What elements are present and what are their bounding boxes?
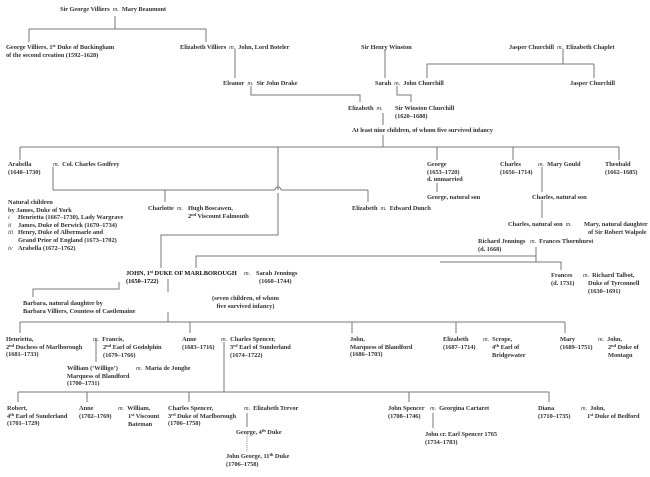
- spouse-john-montagu: m.John,: [598, 336, 622, 343]
- person-jasper-churchill-jr: Jasper Churchill: [570, 80, 615, 87]
- spouse-maria-de-jonghe: m.Maria de Jonghe: [136, 365, 191, 372]
- person-anne-spencer: Anne (1702–1769): [79, 405, 112, 420]
- spouse-john-bedford-detail: 1st Duke of Bedford: [587, 412, 640, 420]
- person-eleanor: Eleanor: [223, 80, 245, 87]
- person-anne: Anne (1683–1716): [182, 336, 215, 351]
- person-elizabeth-dunch: Elizabeth: [352, 205, 378, 212]
- spouse-francis-godolphin-detail: 2nd Earl of Godolphin (1679–1766): [103, 343, 162, 359]
- person-william-willigo: William (‘Willigo’) Marquess of Blandfor…: [67, 365, 130, 388]
- person-henrietta: Henrietta, 2nd Duchess of Marlborough (1…: [6, 336, 83, 359]
- person-elizabeth-drake: Elizabeth: [348, 105, 374, 112]
- spouse-georgina-cartaret: m.Georgina Cartaret: [430, 405, 490, 412]
- person-charles-churchill: Charles (1656–1714): [500, 161, 533, 176]
- person-mary-churchill: Mary (1689–1751): [560, 336, 593, 351]
- person-jasper-churchill-sr: Jasper Churchill: [509, 44, 554, 51]
- person-john-spencer: John Spencer (1708–1746): [388, 405, 425, 420]
- person-george-churchill: George (1653–1720) d. unmarried: [427, 161, 463, 184]
- person-richard-jennings: Richard Jennings (d. 1668): [478, 238, 526, 253]
- person-john-earl-spencer: John cr. Earl Spencer 1765 (1734–1783): [425, 431, 498, 446]
- person-lord-boteler: John, Lord Boteler: [238, 44, 290, 51]
- person-barbara: Barbara, natural daughter by Barbara Vil…: [23, 300, 136, 315]
- list-item: Grand Prior of England (1673–1702): [18, 236, 117, 244]
- marriage-symbol: m.: [112, 6, 119, 13]
- person-charlotte: Charlotte: [148, 205, 174, 212]
- person-george-4th-duke: George, 4th Duke: [236, 428, 282, 436]
- spouse-john-montagu-detail: 2nd Duke of Montagu: [608, 343, 639, 359]
- person-john-marquess-blandford: John, Marquess of Blandford (1686–1703): [350, 336, 413, 359]
- person-mary-walpole: Mary, natural daughter of Sir Robert Wal…: [584, 221, 648, 236]
- person-john-george-11th-duke: John George, 11th Duke (1706–1758): [226, 452, 290, 468]
- person-elizabeth-churchill: Elizabeth (1687–1714): [443, 336, 476, 351]
- person-john-drake: Sir John Drake: [256, 80, 298, 87]
- spouse-francis-godolphin: m.Francis,: [93, 336, 124, 343]
- spouse-william-bateman-detail: 1st Viscount Bateman: [128, 412, 160, 428]
- person-mary-beaumont: Mary Beaumont: [121, 6, 167, 13]
- person-elizabeth-villiers: Elizabeth Villiers: [180, 44, 227, 51]
- spouse-mary-gould: m.Mary Gould: [538, 161, 581, 168]
- person-arabella: Arabella (1648–1730): [8, 161, 41, 176]
- spouse-charles-spencer-sunderland: m.Charles Spencer,: [221, 336, 276, 343]
- person-theobald: Theobald (1662–1685): [605, 161, 638, 176]
- person-sir-george-villiers: Sir George Villiers: [60, 6, 110, 13]
- note-seven-children: (seven children, of whom five survived i…: [212, 295, 279, 310]
- person-elizabeth-chaplet: Elizabeth Chaplet: [566, 44, 615, 51]
- person-frances-jennings: Frances (d. 1731): [551, 272, 575, 287]
- person-george-villiers-duke: George Villiers, 1st Duke of Buckingham …: [6, 43, 115, 59]
- spouse-scrope: m.Scrope,: [483, 336, 513, 343]
- spouse-scrope-detail: 4th Earl of Bridgewater: [492, 343, 526, 359]
- spouse-frances-thornhurst: m.Frances Thornhurst: [530, 238, 594, 245]
- person-john-duke-of-marlborough: JOHN, 1st DUKE OF MARLBOROUGH (1650–1722…: [126, 269, 237, 285]
- person-charles-spencer-3rd-duke: Charles Spencer, 3rd Duke of Marlborough…: [168, 405, 237, 428]
- spouse-elizabeth-trevor: m.Elizabeth Trevor: [244, 405, 299, 412]
- spouse-william-bateman: m.William,: [118, 405, 151, 412]
- person-john-churchill: John Churchill: [403, 80, 444, 87]
- person-diana: Diana (1710–1735): [538, 405, 571, 420]
- spouse-richard-talbot: m.Richard Talbot,: [583, 272, 635, 279]
- person-charles-natural-son-2: Charles, natural son: [508, 221, 563, 228]
- person-robert-sunderland: Robert, 4th Earl of Sunderland (1701–172…: [7, 405, 68, 428]
- person-winston-churchill: Sir Winston Churchill (1620–1688): [395, 105, 455, 120]
- note-nine-children: At least nine children, of whom five sur…: [352, 127, 493, 134]
- person-sarah: Sarah: [375, 80, 392, 87]
- spouse-charles-spencer-detail: 3rd Earl of Sunderland (1674–1722): [230, 343, 291, 359]
- person-edward-dunch: Edward Dunch: [389, 205, 431, 212]
- person-george-natural-son: George, natural son: [427, 194, 481, 201]
- person-charles-natural-son: Charles, natural son: [532, 194, 587, 201]
- person-hugh-boscawen: Hugh Boscawen, 2nd Viscount Falmouth: [188, 205, 249, 220]
- spouse-john-bedford: m.John,: [581, 405, 605, 412]
- couple-marriage-marlborough: m.: [244, 270, 251, 277]
- spouse-charles-godfrey: m.Col. Charles Godfrey: [53, 161, 120, 168]
- spouse-richard-talbot-title: Duke of Tyrconnell (1630–1691): [588, 280, 640, 295]
- person-sarah-jennings: Sarah Jennings (1660–1744): [256, 270, 298, 285]
- list-natural-children: Natural children by James, Duke of York …: [8, 199, 124, 252]
- person-henry-winston: Sir Henry Winston: [361, 44, 412, 51]
